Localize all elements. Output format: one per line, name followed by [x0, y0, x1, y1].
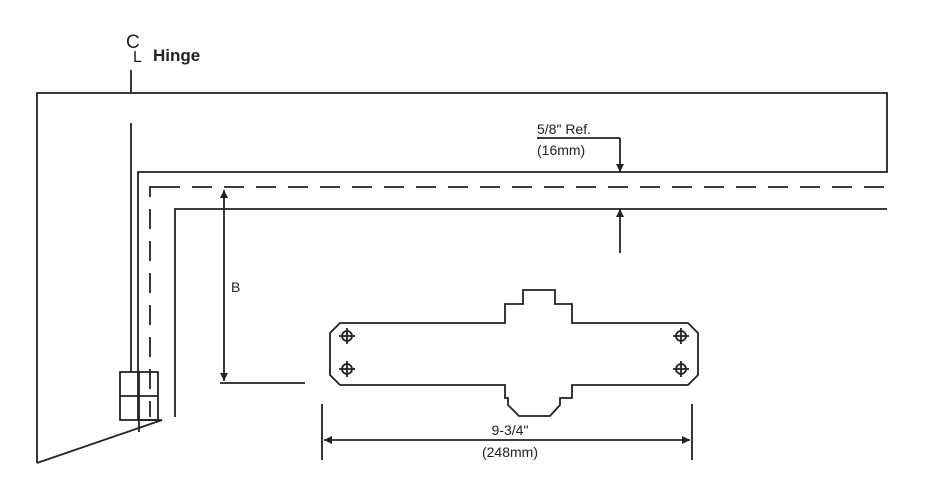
ref-label-bottom: (16mm) — [537, 142, 585, 158]
mounting-hole-top-left — [339, 328, 355, 344]
width-label-bottom: (248mm) — [482, 444, 538, 460]
centerline-symbol-c: C — [126, 32, 140, 53]
mounting-hole-top-right — [673, 328, 689, 344]
mounting-hole-bottom-right — [673, 361, 689, 377]
centerline-symbol-l: L — [133, 49, 142, 66]
mounting-hole-bottom-left — [339, 361, 355, 377]
b-label: B — [231, 279, 240, 295]
width-label-top: 9-3/4" — [492, 422, 529, 438]
dashed-line-vertical — [149, 186, 160, 417]
frame-outline — [36, 92, 888, 464]
ref-label-top: 5/8" Ref. — [537, 121, 591, 137]
door-stop-line — [174, 208, 887, 417]
hinge-label: Hinge — [153, 46, 200, 65]
door-closer-body — [329, 289, 699, 417]
